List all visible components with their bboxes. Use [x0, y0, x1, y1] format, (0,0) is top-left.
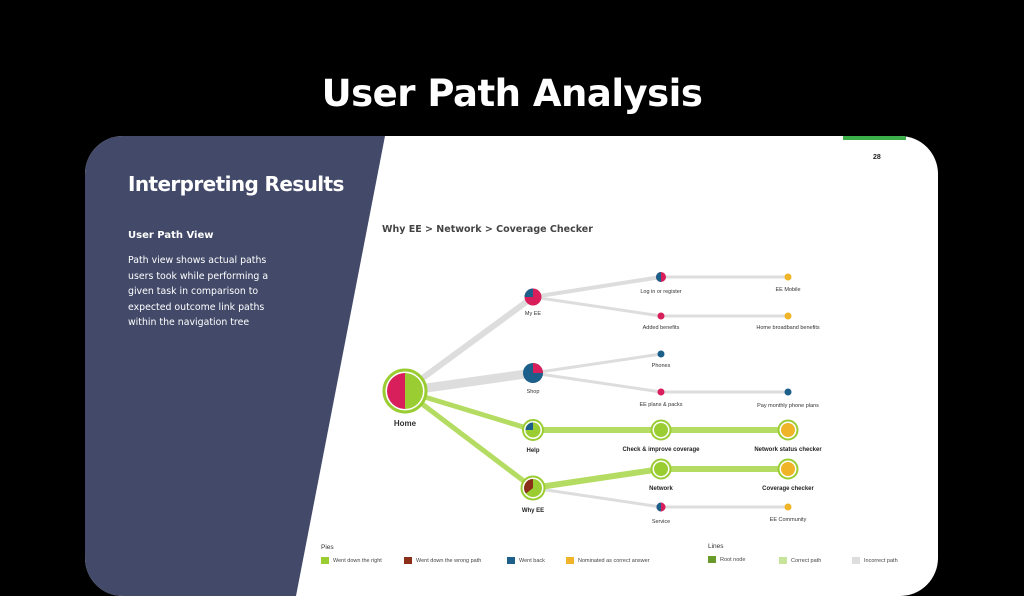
label-log-in: Log in or register — [640, 289, 681, 295]
node-ee-plans[interactable] — [657, 388, 665, 396]
accent-bar — [843, 136, 906, 140]
legend-item: Nominated as correct answer — [566, 557, 650, 564]
node-log-in[interactable] — [656, 272, 666, 282]
legend-swatch — [708, 556, 716, 563]
node-home-broadband[interactable] — [784, 312, 792, 320]
label-ee-mobile: EE Mobile — [775, 287, 800, 293]
node-ee-community[interactable] — [784, 503, 792, 511]
node-check-coverage[interactable] — [650, 419, 672, 441]
slide-card: Interpreting Results User Path View Path… — [85, 136, 938, 596]
legend-item: Went down the wrong path — [404, 557, 481, 564]
label-check-coverage: Check & improve coverage — [622, 447, 700, 453]
label-home: Home — [394, 419, 417, 428]
legend-label: Went down the wrong path — [416, 557, 482, 564]
panel-title: Interpreting Results — [128, 172, 344, 196]
legend-swatch — [507, 557, 515, 564]
node-why-ee[interactable] — [520, 475, 546, 501]
label-phones: Phones — [652, 363, 671, 369]
breadcrumb: Why EE > Network > Coverage Checker — [382, 224, 593, 235]
correct-paths — [402, 388, 791, 491]
node-pay-monthly[interactable] — [784, 388, 792, 396]
legend-item: Correct path — [779, 557, 821, 564]
legend-item: Root node — [708, 556, 745, 563]
node-help[interactable] — [522, 419, 544, 441]
slide-title: User Path Analysis — [321, 72, 703, 115]
label-help: Help — [526, 448, 539, 454]
legend-label: Went back — [519, 557, 545, 564]
label-shop: Shop — [527, 389, 540, 395]
label-network-status: Network status checker — [754, 447, 822, 453]
node-added-benefits[interactable] — [657, 312, 665, 320]
label-ee-plans: EE plans & packs — [639, 402, 682, 408]
legend-item: Went down the right — [321, 557, 382, 564]
panel-body: Path view shows actual paths users took … — [128, 255, 269, 328]
node-ee-mobile[interactable] — [784, 273, 792, 281]
node-phones[interactable] — [657, 350, 665, 358]
legend-pies-header: Pies — [321, 544, 334, 551]
legend-label: Went down the right — [333, 557, 382, 564]
panel-subtitle: User Path View — [128, 230, 214, 241]
incorrect-paths — [400, 275, 790, 509]
label-home-broadband: Home broadband benefits — [756, 325, 820, 331]
node-service[interactable] — [656, 502, 666, 512]
label-added-benefits: Added benefits — [643, 325, 680, 331]
legend-swatch — [566, 557, 574, 564]
legend-label: Root node — [720, 556, 746, 563]
node-network-status[interactable] — [777, 419, 799, 441]
node-my-ee[interactable] — [524, 288, 542, 306]
legend-lines-header: Lines — [708, 543, 724, 550]
label-ee-community: EE Community — [770, 517, 807, 523]
legend-label: Incorrect path — [864, 557, 898, 564]
legend-item: Incorrect path — [852, 557, 898, 564]
label-my-ee: My EE — [525, 311, 542, 317]
legend-swatch — [321, 557, 329, 564]
path-diagram: Home My EE Shop Help Why EE Log in or re… — [382, 272, 822, 525]
node-network[interactable] — [650, 458, 672, 480]
label-pay-monthly: Pay monthly phone plans — [757, 403, 819, 409]
label-service: Service — [652, 519, 670, 525]
legend-swatch — [404, 557, 412, 564]
node-shop[interactable] — [523, 363, 543, 383]
legend-item: Went back — [507, 557, 545, 564]
legend-label: Correct path — [791, 557, 822, 564]
label-why-ee: Why EE — [522, 508, 544, 514]
legend-swatch — [779, 557, 787, 564]
node-home[interactable] — [382, 368, 428, 414]
page-number: 28 — [873, 154, 881, 161]
label-network: Network — [649, 486, 673, 492]
legend-swatch — [852, 557, 860, 564]
legend-label: Nominated as correct answer — [578, 557, 650, 564]
node-coverage-checker[interactable] — [777, 458, 799, 480]
label-coverage-checker: Coverage checker — [762, 486, 814, 492]
